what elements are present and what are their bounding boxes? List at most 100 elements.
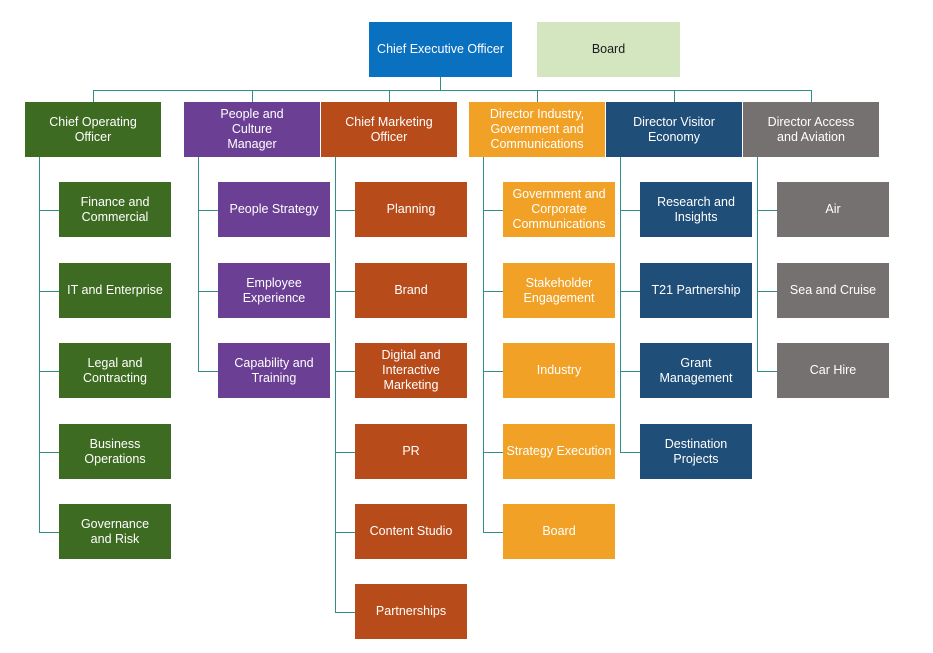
unit-box-marketing[interactable]: PR (355, 424, 467, 479)
drop-connector (93, 90, 94, 102)
unit-box-access[interactable]: Air (777, 182, 889, 237)
branch-connector (335, 611, 355, 613)
unit-box-visitor[interactable]: T21 Partnership (640, 263, 752, 318)
unit-box-people[interactable]: Employee Experience (218, 263, 330, 318)
branch-connector (335, 370, 355, 372)
branch-connector (39, 451, 59, 453)
branch-connector (335, 451, 355, 453)
ceo-box[interactable]: Chief Executive Officer (369, 22, 512, 77)
unit-box-visitor-label: Grant Management (659, 355, 733, 385)
unit-box-access[interactable]: Sea and Cruise (777, 263, 889, 318)
board-box[interactable]: Board (537, 22, 680, 77)
unit-box-operations[interactable]: Finance and Commercial (59, 182, 171, 237)
unit-box-operations[interactable]: Business Operations (59, 424, 171, 479)
unit-box-marketing[interactable]: Content Studio (355, 504, 467, 559)
unit-box-operations[interactable]: Legal and Contracting (59, 343, 171, 398)
unit-box-access[interactable]: Car Hire (777, 343, 889, 398)
unit-box-visitor-label: Research and Insights (657, 194, 735, 224)
branch-connector (198, 370, 218, 372)
unit-box-visitor[interactable]: Grant Management (640, 343, 752, 398)
unit-box-industry-label: Government and Corporate Communications (512, 187, 606, 231)
unit-box-access-label: Air (825, 202, 841, 216)
unit-box-industry-label: Stakeholder Engagement (523, 275, 595, 305)
ceo-connector (440, 77, 441, 90)
department-head-people-label: People and Culture Manager (220, 107, 284, 151)
unit-box-marketing-label: Planning (386, 202, 436, 216)
vertical-connector (757, 157, 758, 371)
unit-box-marketing-label: PR (402, 444, 420, 458)
unit-box-marketing-label: Partnerships (375, 604, 447, 618)
branch-connector (757, 290, 777, 292)
department-head-industry[interactable]: Director Industry, Government and Commun… (469, 102, 605, 157)
drop-connector (252, 90, 253, 102)
unit-box-people-label: People Strategy (229, 202, 319, 216)
unit-box-visitor-label: Destination Projects (664, 436, 728, 466)
drop-connector (389, 90, 390, 102)
unit-box-operations-label: Finance and Commercial (80, 194, 150, 224)
department-head-operations[interactable]: Chief Operating Officer (25, 102, 161, 157)
drop-connector (674, 90, 675, 102)
unit-box-marketing[interactable]: Digital and Interactive Marketing (355, 343, 467, 398)
unit-box-industry[interactable]: Stakeholder Engagement (503, 263, 615, 318)
unit-box-people-label: Employee Experience (242, 275, 306, 305)
branch-connector (483, 451, 503, 453)
board-label: Board (591, 42, 626, 56)
unit-box-industry-label: Board (542, 524, 576, 538)
unit-box-marketing-label: Brand (394, 283, 428, 297)
unit-box-operations-label: Governance and Risk (80, 516, 150, 546)
unit-box-people[interactable]: People Strategy (218, 182, 330, 237)
branch-connector (757, 209, 777, 211)
branch-connector (39, 370, 59, 372)
unit-box-marketing[interactable]: Brand (355, 263, 467, 318)
unit-box-marketing-label: Content Studio (369, 524, 453, 538)
department-head-people[interactable]: People and Culture Manager (184, 102, 320, 157)
unit-box-operations-label: IT and Enterprise (67, 283, 163, 297)
branch-connector (483, 531, 503, 533)
unit-box-marketing[interactable]: Partnerships (355, 584, 467, 639)
unit-box-industry[interactable]: Board (503, 504, 615, 559)
unit-box-operations[interactable]: IT and Enterprise (59, 263, 171, 318)
unit-box-industry[interactable]: Industry (503, 343, 615, 398)
unit-box-marketing[interactable]: Planning (355, 182, 467, 237)
unit-box-industry[interactable]: Strategy Execution (503, 424, 615, 479)
unit-box-operations[interactable]: Governance and Risk (59, 504, 171, 559)
department-head-access[interactable]: Director Access and Aviation (743, 102, 879, 157)
bus-connector (93, 90, 812, 91)
unit-box-visitor-label: T21 Partnership (651, 283, 741, 297)
unit-box-access-label: Car Hire (809, 363, 857, 377)
unit-box-people-label: Capability and Training (234, 355, 314, 385)
branch-connector (620, 370, 640, 372)
branch-connector (483, 290, 503, 292)
branch-connector (620, 290, 640, 292)
department-head-operations-label: Chief Operating Officer (49, 114, 137, 144)
unit-box-visitor[interactable]: Destination Projects (640, 424, 752, 479)
department-head-industry-label: Director Industry, Government and Commun… (489, 107, 585, 151)
unit-box-industry-label: Strategy Execution (506, 444, 612, 458)
branch-connector (620, 451, 640, 453)
branch-connector (39, 531, 59, 533)
department-head-marketing[interactable]: Chief Marketing Officer (321, 102, 457, 157)
branch-connector (39, 290, 59, 292)
branch-connector (757, 370, 777, 372)
unit-box-people[interactable]: Capability and Training (218, 343, 330, 398)
vertical-connector (620, 157, 621, 452)
unit-box-marketing-label: Digital and Interactive Marketing (381, 348, 441, 392)
department-head-visitor-label: Director Visitor Economy (633, 114, 715, 144)
branch-connector (620, 209, 640, 211)
department-head-marketing-label: Chief Marketing Officer (345, 114, 433, 144)
branch-connector (198, 209, 218, 211)
branch-connector (483, 209, 503, 211)
department-head-access-label: Director Access and Aviation (767, 114, 855, 144)
unit-box-access-label: Sea and Cruise (789, 283, 877, 297)
vertical-connector (335, 157, 336, 612)
ceo-label: Chief Executive Officer (377, 42, 504, 56)
unit-box-industry-label: Industry (536, 363, 582, 377)
vertical-connector (39, 157, 40, 532)
branch-connector (335, 209, 355, 211)
vertical-connector (198, 157, 199, 371)
department-head-visitor[interactable]: Director Visitor Economy (606, 102, 742, 157)
unit-box-industry[interactable]: Government and Corporate Communications (503, 182, 615, 237)
unit-box-visitor[interactable]: Research and Insights (640, 182, 752, 237)
drop-connector (537, 90, 538, 102)
